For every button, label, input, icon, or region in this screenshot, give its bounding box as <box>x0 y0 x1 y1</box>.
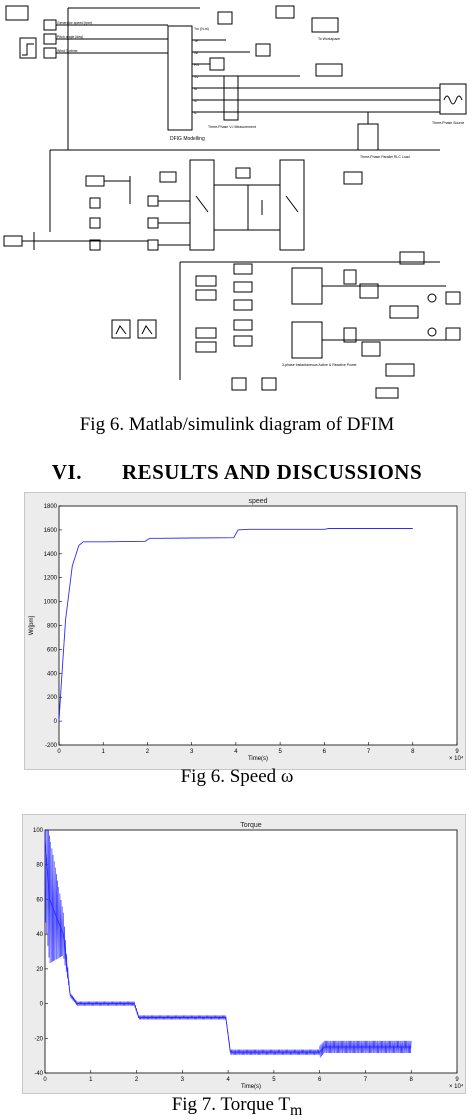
torque-chart: Torque 0 1 2 3 4 5 6 7 8 9 -40 -20 0 20 40 60 80 100Time(s… <box>33 822 464 1090</box>
diagram-label-pq: 3-phase Instantaneous Active & Reactive … <box>282 363 358 367</box>
speed-ytick-label: 1200 <box>44 576 58 582</box>
speed-ytick-label: 600 <box>47 647 58 653</box>
torque-ytick-label: 100 <box>33 828 44 834</box>
speed-xtick-label: 6 <box>323 749 327 755</box>
torque-oscillation <box>136 1008 229 1033</box>
torque-xlabel: Time(s) <box>241 1084 261 1090</box>
torque-xtick-label: 9 <box>455 1077 459 1083</box>
port-te: Te <box>194 39 198 43</box>
torque-x-multiplier: × 10⁴ <box>449 1083 464 1090</box>
torque-xtick-label: 0 <box>43 1077 47 1083</box>
torque-ytick-label: 40 <box>36 932 43 938</box>
speed-ytick-label: 1400 <box>44 552 58 558</box>
speed-xtick-label: 7 <box>367 749 371 755</box>
speed-ytick-label: 400 <box>47 671 58 677</box>
speed-xtick-label: 2 <box>146 749 150 755</box>
torque-ytick-label: 80 <box>36 863 43 869</box>
caption-torque-text: Fig 7. Torque T <box>171 1094 290 1115</box>
speed-ytick-label: 0 <box>54 719 58 725</box>
speed-xlabel: Time(s) <box>248 756 268 762</box>
source-block <box>439 83 467 115</box>
grid-converter <box>279 159 305 251</box>
speed-plot-area <box>58 505 458 746</box>
speed-x-multiplier: × 10⁴ <box>449 755 464 762</box>
port-phi: Phi <box>194 63 199 67</box>
torque-oscillation <box>319 1040 412 1058</box>
speed-xtick-label: 8 <box>411 749 415 755</box>
diagram-label-speed: Generator speed [rpm] <box>57 21 92 25</box>
speed-ytick-label: 800 <box>47 624 58 630</box>
diagram-label-turbine: Wind Turbine <box>57 49 78 53</box>
torque-xtick-label: 5 <box>272 1077 276 1083</box>
rotor-converter <box>189 159 215 251</box>
caption-torque-sub: m <box>290 1101 303 1119</box>
speed-xtick-label: 5 <box>278 749 282 755</box>
torque-ytick-label: 60 <box>36 897 43 903</box>
torque-xtick-label: 8 <box>410 1077 414 1083</box>
torque-xtick-label: 2 <box>135 1077 139 1083</box>
torque-xtick-label: 4 <box>226 1077 230 1083</box>
torque-plot-area <box>44 829 458 1074</box>
diagram-label-pitch: Pitch angle [deg] <box>57 35 83 39</box>
speed-xtick-label: 1 <box>102 749 106 755</box>
load-block <box>357 123 379 151</box>
simulink-diagram: Generator speed [rpm] Pitch angle [deg] … <box>3 5 467 399</box>
diagram-label-scope: To Workspace <box>318 37 340 41</box>
speed-xtick-label: 4 <box>234 749 238 755</box>
speed-ytick-label: -200 <box>45 743 58 749</box>
speed-xtick-label: 0 <box>57 749 61 755</box>
torque-oscillation <box>69 992 137 1011</box>
port-ia: ia <box>194 87 197 91</box>
port-tm: Tm (N.m) <box>194 27 209 31</box>
port-vs: Vs <box>194 75 198 79</box>
speed-title: speed <box>248 498 267 505</box>
speed-xtick-label: 9 <box>455 749 459 755</box>
dfig-block <box>167 25 193 131</box>
speed-ylabel: Wr[pm] <box>29 616 35 636</box>
figure-caption-torque: Fig 7. Torque Tm <box>0 1094 474 1120</box>
section-number: VI. <box>51 460 82 484</box>
torque-series-line <box>44 838 412 1053</box>
diagram-label-load: Three-Phase Parallel RLC Load <box>360 155 410 159</box>
speed-ytick-label: 200 <box>47 695 58 701</box>
figure-caption-speed: Fig 6. Speed ω <box>180 766 294 787</box>
section-heading: VI. RESULTS AND DISCUSSIONS <box>0 460 474 485</box>
section-title: RESULTS AND DISCUSSIONS <box>121 460 423 484</box>
torque-xtick-label: 6 <box>318 1077 322 1083</box>
speed-ytick-label: 1600 <box>44 528 58 534</box>
pi-block-2 <box>137 319 157 339</box>
torque-ytick-label: 0 <box>40 1002 44 1008</box>
pq-block-1 <box>291 267 323 305</box>
diagram-label-dfig: DFIG Modelling <box>170 136 205 142</box>
torque-xtick-label: 7 <box>364 1077 368 1083</box>
speed-series-line <box>58 528 413 722</box>
port-ic: ic <box>194 111 197 115</box>
speed-ytick-label: 1800 <box>44 504 58 510</box>
diagram-label-measurement: Three-Phase V-I Measurement <box>208 125 256 129</box>
input-block <box>5 5 29 21</box>
pi-block-1 <box>111 319 131 339</box>
torque-title: Torque <box>240 822 262 829</box>
figure-caption-diagram: Fig 6. Matlab/simulink diagram of DFIM <box>79 414 395 435</box>
diagram-label-source: Three-Phase Source <box>432 121 464 125</box>
port-ib: ib <box>194 99 197 103</box>
torque-oscillation <box>227 1032 320 1055</box>
pq-block-2 <box>291 321 323 359</box>
speed-xtick-label: 3 <box>190 749 194 755</box>
step-block <box>19 37 37 59</box>
torque-xtick-label: 1 <box>89 1077 93 1083</box>
torque-xtick-label: 3 <box>181 1077 185 1083</box>
torque-ytick-label: -40 <box>34 1071 43 1077</box>
torque-ytick-label: -20 <box>34 1036 43 1042</box>
torque-ytick-label: 20 <box>36 967 43 973</box>
port-wr: Wr <box>194 51 199 55</box>
speed-ytick-label: 1000 <box>44 600 58 606</box>
